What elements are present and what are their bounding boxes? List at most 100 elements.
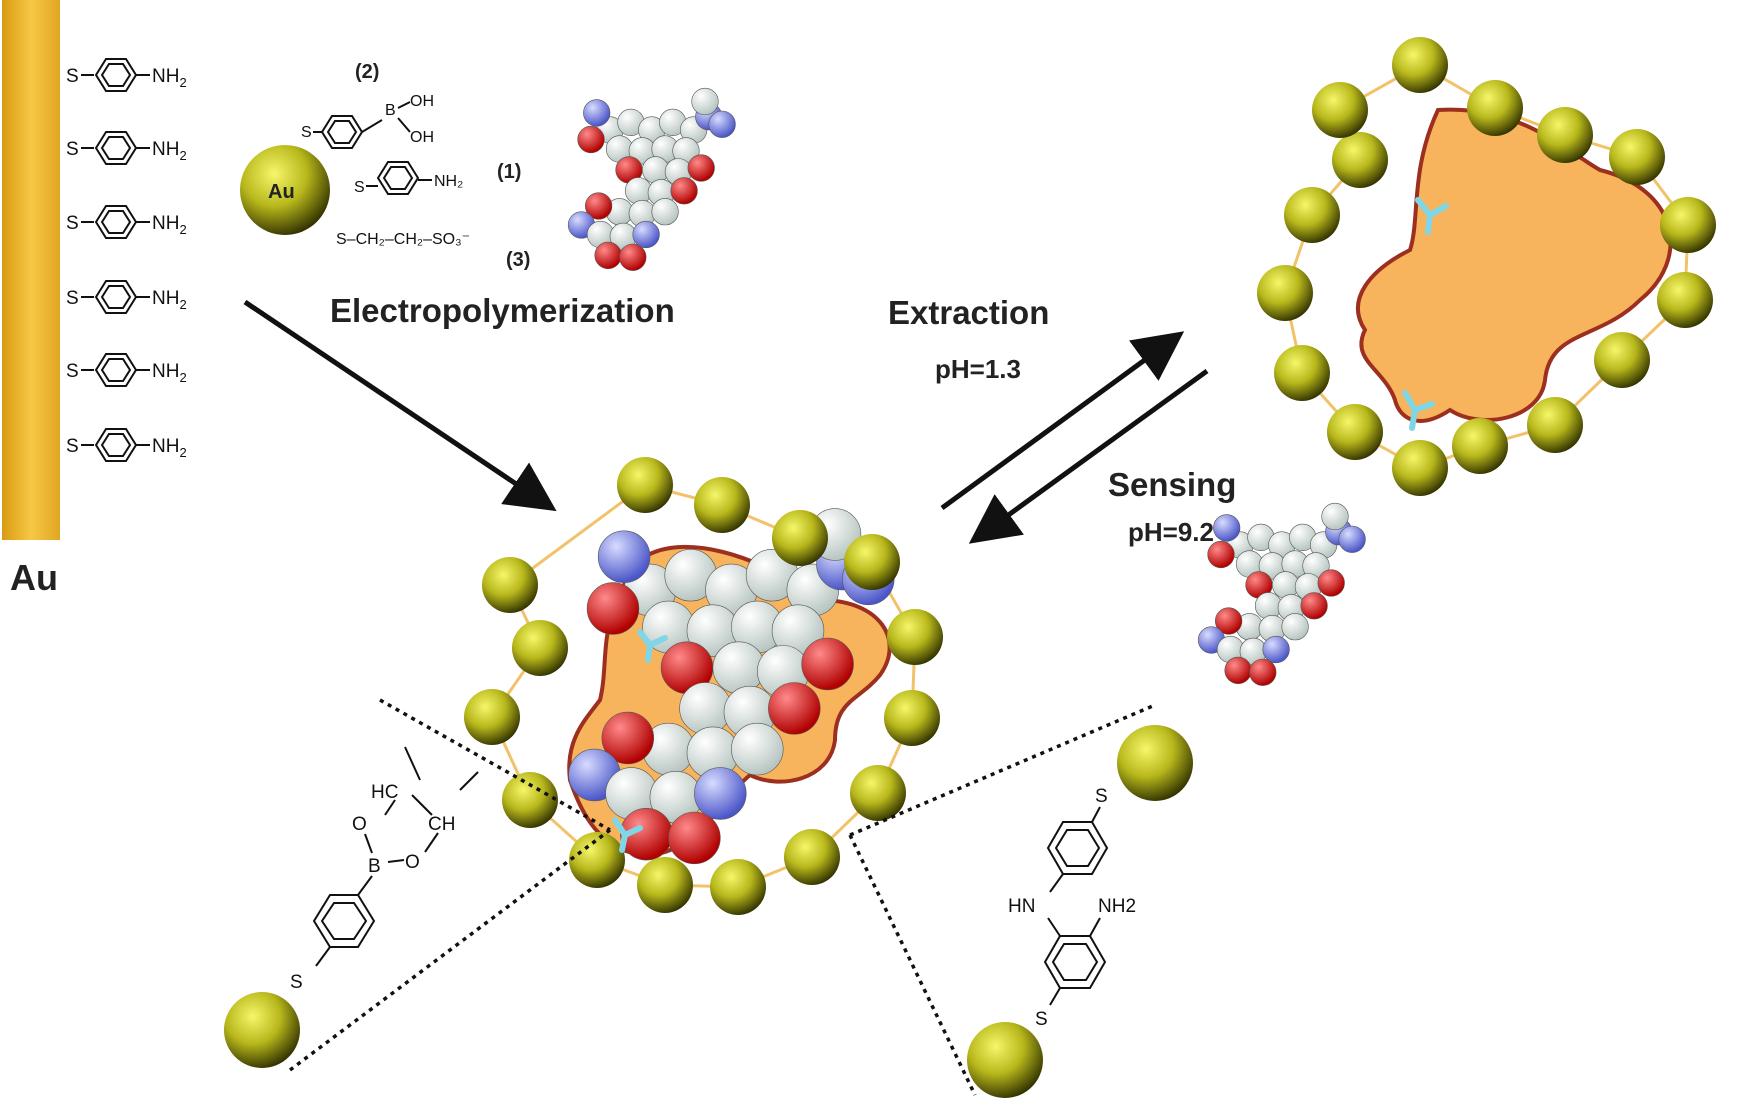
atom-o-right: O	[405, 852, 420, 873]
surface-nh2-group: NH2	[152, 66, 187, 90]
atom-o-left: O	[352, 814, 367, 835]
gold-particle	[617, 457, 673, 513]
surface-nh2-group: NH2	[152, 288, 187, 312]
gold-particle	[1609, 129, 1665, 185]
ligand-1-nh2: NH₂	[434, 173, 463, 190]
surface-group: S NH2	[66, 428, 187, 462]
gold-particle	[1257, 265, 1313, 321]
gold-particles-right	[1257, 37, 1716, 496]
gold-particle	[1657, 272, 1713, 328]
sensing-arrow	[968, 368, 1209, 544]
atom-s-top: S	[1095, 786, 1108, 807]
gold-particle	[784, 829, 840, 885]
step-extraction: Extraction	[888, 294, 1049, 331]
template-molecule-free	[567, 87, 736, 271]
surface-s-atom: S	[66, 139, 79, 160]
step-sensing-ph: pH=9.2	[1128, 517, 1214, 547]
gold-particle	[850, 765, 906, 821]
inset-gold-particle-right-bottom	[967, 1022, 1043, 1098]
atom-hn: HN	[1008, 896, 1035, 917]
ligand-2-oh-top: OH	[410, 93, 434, 110]
au-nanoparticle	[240, 145, 330, 235]
gold-particle	[502, 772, 558, 828]
boronate-ester-inset: HC CH O O B S	[224, 746, 479, 1068]
gold-particle	[1284, 187, 1340, 243]
electropolymerization-arrow	[243, 299, 557, 512]
gold-particle	[694, 477, 750, 533]
ligand-1-s: S	[354, 179, 365, 196]
template-molecule-released	[1197, 502, 1366, 686]
surface-nh2-group: NH2	[152, 213, 187, 237]
step-electropolymerization: Electropolymerization	[330, 292, 675, 329]
imprinted-cavity-filled	[464, 457, 943, 915]
surface-group: S NH2	[66, 280, 187, 314]
gold-particle	[482, 557, 538, 613]
gold-particle	[1327, 404, 1383, 460]
ligand-2-s: S	[301, 124, 312, 141]
surface-group: S NH2	[66, 58, 187, 92]
atom-hc: HC	[371, 782, 398, 803]
receptor-sites-center	[612, 629, 668, 853]
gold-particle	[464, 689, 520, 745]
gold-particle	[1660, 197, 1716, 253]
step-extraction-ph: pH=1.3	[935, 354, 1021, 384]
ligand-nanoparticle: Au S B OH OH (2) S NH₂ (1) S–CH₂–CH₂–SO₃…	[240, 61, 530, 271]
gold-particle	[512, 620, 568, 676]
surface-s-atom: S	[66, 436, 79, 457]
gold-particle	[1392, 440, 1448, 496]
gold-particle	[1527, 397, 1583, 453]
gold-particle	[844, 534, 900, 590]
surface-nh2-group: NH2	[152, 436, 187, 460]
gold-particle	[569, 832, 625, 888]
gold-particle	[884, 690, 940, 746]
gold-particle	[1452, 418, 1508, 474]
surface-nh2-group: NH2	[152, 139, 187, 163]
surface-group: S NH2	[66, 205, 187, 239]
ligand-1-label: (1)	[497, 161, 521, 183]
surface-s-atom: S	[66, 66, 79, 87]
atom-b: B	[368, 856, 381, 877]
atom-ch: CH	[428, 814, 455, 835]
aniline-dimer-inset: S HN NH2 S	[967, 725, 1193, 1098]
zoom-line-right-lower	[848, 834, 977, 1096]
atom-nh2: NH2	[1098, 896, 1136, 917]
inset-gold-particle-left	[224, 992, 300, 1068]
nanoparticle-label: Au	[268, 181, 295, 203]
gold-particle	[887, 609, 943, 665]
inset-gold-particle-right-top	[1117, 725, 1193, 801]
atom-s-left: S	[290, 972, 303, 993]
gold-particle	[1537, 107, 1593, 163]
atom-s-bottom: S	[1035, 1009, 1048, 1030]
ligand-3-label: (3)	[506, 249, 530, 271]
surface-s-atom: S	[66, 361, 79, 382]
gold-particle	[1594, 332, 1650, 388]
gold-particle	[637, 857, 693, 913]
imprinted-cavity-empty	[1257, 37, 1716, 496]
gold-particle	[1467, 80, 1523, 136]
gold-particle	[1392, 37, 1448, 93]
gold-particle	[710, 859, 766, 915]
electrode-label: Au	[10, 557, 58, 598]
template-molecule-bound	[568, 508, 895, 865]
surface-s-atom: S	[66, 213, 79, 234]
step-sensing: Sensing	[1108, 466, 1236, 503]
surface-s-atom: S	[66, 288, 79, 309]
ligand-2-oh-bottom: OH	[410, 129, 434, 146]
surface-nh2-group: NH2	[152, 361, 187, 385]
ligand-2-boron: B	[385, 102, 396, 119]
gold-particles-center	[464, 457, 943, 915]
gold-particle	[1312, 82, 1368, 138]
gold-particle	[1274, 345, 1330, 401]
ligand-3-text: S–CH₂–CH₂–SO₃⁻	[336, 231, 470, 248]
zoom-line-right-upper	[849, 703, 1156, 837]
surface-group: S NH2	[66, 131, 187, 165]
zoom-line-left-lower	[288, 828, 612, 1072]
gold-particle	[772, 510, 828, 566]
ligand-2-label: (2)	[355, 61, 379, 83]
gold-electrode	[2, 0, 60, 540]
surface-group: S NH2	[66, 353, 187, 387]
receptor-sites-right	[1402, 197, 1449, 431]
